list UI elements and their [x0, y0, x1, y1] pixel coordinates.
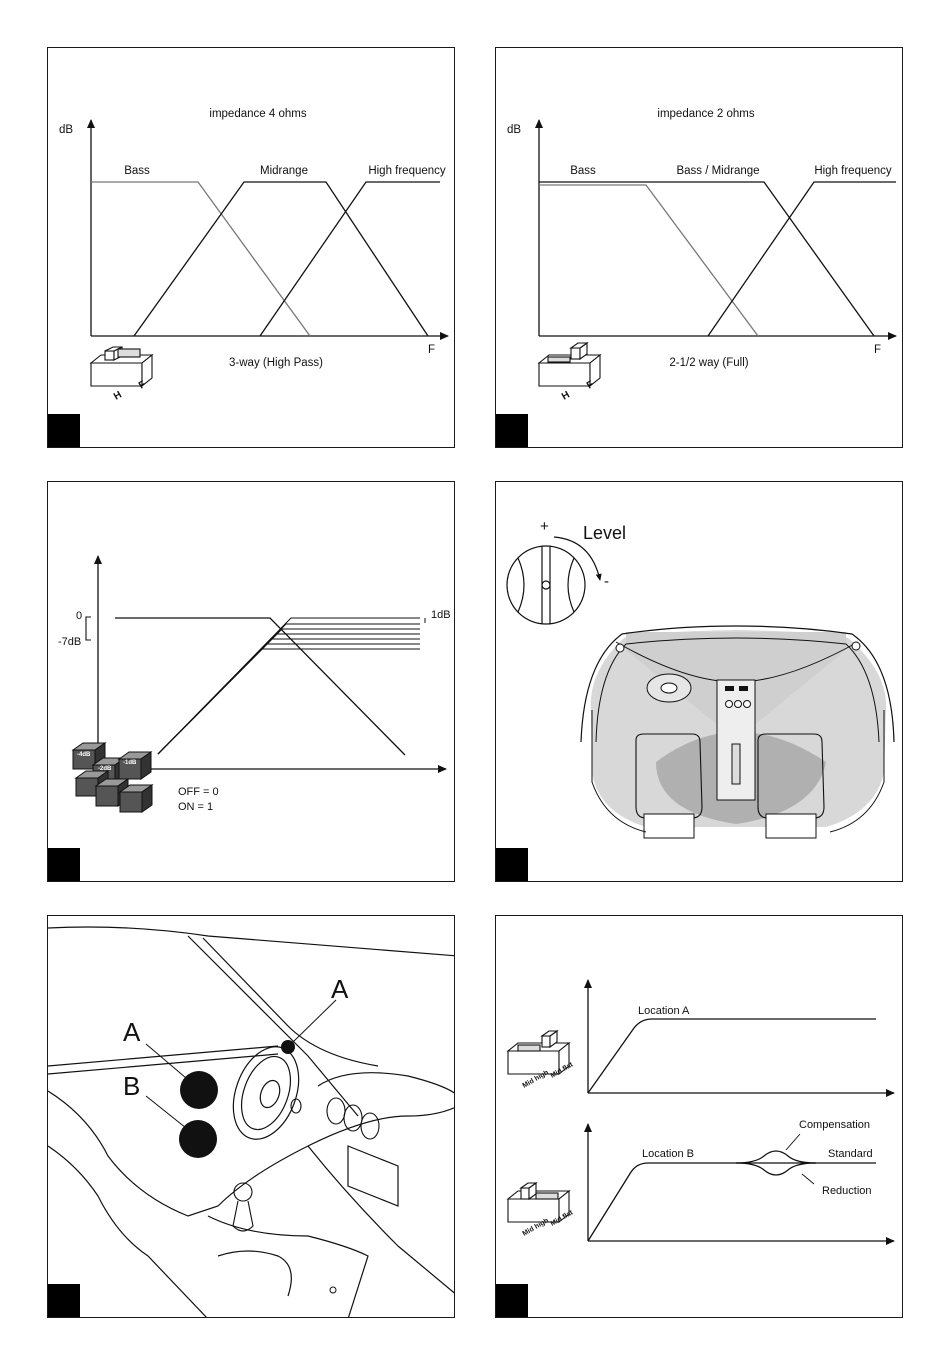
speaker-location-a-dot: [180, 1071, 218, 1109]
attenuation-steps: [158, 618, 420, 754]
attenuation-diagram: 0 -7dB 1dB OFF = 0 ON = 1 -4dB -2dB: [48, 482, 455, 882]
y-axis-label: dB: [59, 124, 73, 136]
mid-equalization-diagram: Location A Location B Compensation Stand…: [496, 916, 903, 1318]
reduction-curve: [736, 1163, 816, 1175]
band-label-bass: Bass: [570, 165, 596, 177]
figure-number-badge: [48, 1284, 80, 1317]
band-label-bass: Bass: [124, 165, 150, 177]
steering-wheel-icon: [221, 1038, 310, 1149]
dip-label-1db: -1dB: [123, 760, 137, 766]
x-axis-label: F: [874, 344, 881, 356]
level-adjustment-panel: + - Level: [495, 481, 903, 882]
figure-number-badge: [48, 848, 80, 881]
reduction-label: Reduction: [822, 1185, 872, 1197]
band-label-high: High frequency: [814, 165, 892, 177]
figure-number-badge: [496, 1284, 528, 1317]
mid-equalization-panel: Location A Location B Compensation Stand…: [495, 915, 903, 1318]
bass-midrange-curve: [539, 182, 874, 336]
level-0-label: 0: [76, 610, 82, 622]
compensation-label: Compensation: [799, 1119, 870, 1131]
dashboard-line-drawing: [48, 927, 455, 1318]
bass-curve: [91, 182, 310, 336]
figure-number-badge: [496, 848, 528, 881]
minus-sign: -: [604, 573, 609, 590]
dashboard-illustration: A B A: [48, 916, 455, 1318]
bass-curve: [539, 185, 758, 336]
level-attenuation-panel: 0 -7dB 1dB OFF = 0 ON = 1 -4dB -2dB: [47, 481, 455, 882]
speaker-location-b-dot: [179, 1120, 217, 1158]
crossover-diagram-2ohm: impedance 2 ohms dB F Bass Bass / Midran…: [496, 48, 903, 448]
step-label: 1dB: [431, 609, 451, 621]
off-label: OFF = 0: [178, 786, 219, 798]
impedance-title: impedance 4 ohms: [209, 108, 306, 120]
marker-a-left: A: [123, 1017, 141, 1047]
marker-a-right: A: [331, 974, 349, 1004]
crossover-panel-4ohm: impedance 4 ohms dB F Bass Midrange High…: [47, 47, 455, 448]
switch-label-h: H: [560, 389, 572, 402]
band-label-bass-midrange: Bass / Midrange: [676, 165, 759, 177]
leader-b: [146, 1096, 186, 1128]
standard-curve: [588, 1163, 876, 1241]
level-knob-icon: [507, 546, 585, 624]
figure-number-badge: [48, 414, 80, 447]
plus-sign: +: [540, 518, 549, 535]
location-b-label: Location B: [642, 1148, 694, 1160]
gauge-vents: [291, 1098, 379, 1139]
marker-b: B: [123, 1071, 140, 1101]
speaker-location-a-right-dot: [281, 1040, 295, 1054]
midrange-curve: [134, 182, 428, 336]
leader-a-left: [146, 1044, 186, 1078]
band-label-midrange: Midrange: [260, 165, 308, 177]
car-interior-illustration: [581, 626, 894, 838]
crossover-diagram-4ohm: impedance 4 ohms dB F Bass Midrange High…: [48, 48, 455, 448]
leader-a-right: [293, 1000, 336, 1042]
dip-label-2db: -2dB: [98, 766, 112, 772]
x-axis-label: F: [428, 344, 435, 356]
impedance-title: impedance 2 ohms: [657, 108, 754, 120]
mode-label: 3-way (High Pass): [229, 357, 323, 369]
location-a-curve: [588, 1019, 876, 1093]
switch-label-h: H: [112, 389, 124, 402]
car-interior-level-illustration: + - Level: [496, 482, 903, 882]
mode-label: 2-1/2 way (Full): [669, 357, 748, 369]
console-button-icon: [330, 1287, 336, 1293]
figure-number-badge: [496, 414, 528, 447]
band-label-high: High frequency: [368, 165, 446, 177]
level-label: Level: [583, 523, 626, 543]
slide-switch-icon: [539, 343, 600, 386]
location-a-label: Location A: [638, 1005, 690, 1017]
dip-label-4db: -4dB: [77, 752, 91, 758]
level-bracket: [86, 617, 91, 640]
on-label: ON = 1: [178, 801, 213, 813]
y-axis-label: dB: [507, 124, 521, 136]
level-minus7-label: -7dB: [58, 636, 81, 648]
crossover-panel-2ohm: impedance 2 ohms dB F Bass Bass / Midran…: [495, 47, 903, 448]
standard-label: Standard: [828, 1148, 873, 1160]
speaker-location-panel: A B A: [47, 915, 455, 1318]
compensation-curve: [736, 1151, 816, 1163]
high-frequency-curve: [708, 182, 896, 336]
